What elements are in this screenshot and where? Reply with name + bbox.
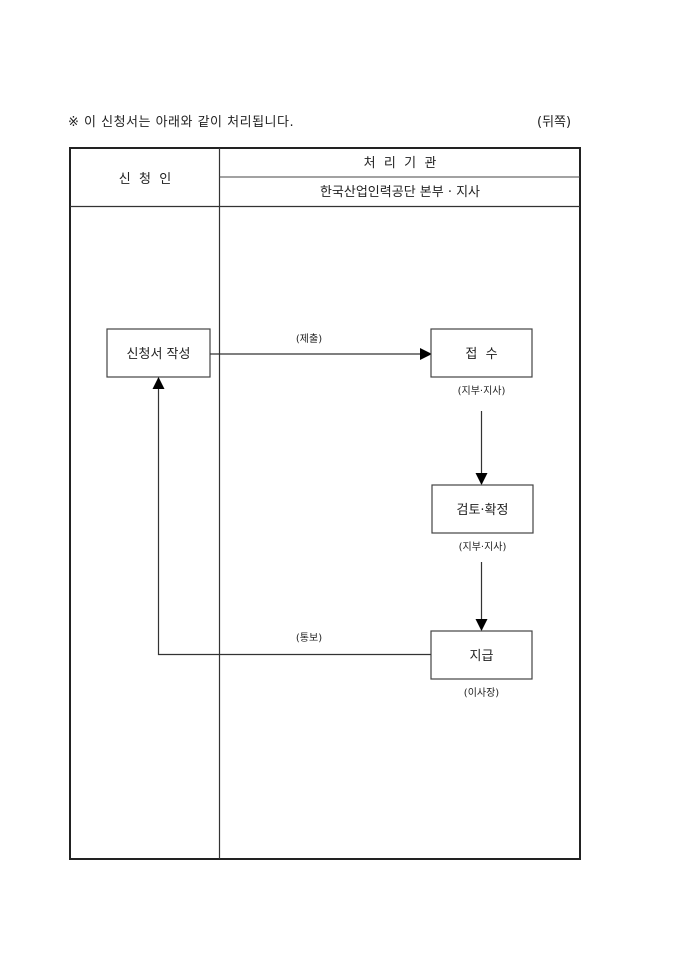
step-label: 접 수 xyxy=(465,347,497,362)
step-box xyxy=(430,630,533,680)
step-sublabel: (지부·지사) xyxy=(458,385,506,397)
step-label: 신청서 작성 xyxy=(127,347,191,362)
step-sublabel: (이사장) xyxy=(464,687,500,699)
step-box xyxy=(106,328,211,378)
step-reception: 접 수 (지부·지사) xyxy=(430,328,533,397)
step-box xyxy=(431,484,534,534)
step-label: 지급 xyxy=(470,649,494,664)
applicant-header: 신 청 인 xyxy=(119,172,171,187)
step-review: 검토·확정 (지부·지사) xyxy=(431,484,534,553)
step-label: 검토·확정 xyxy=(457,503,509,518)
submit-label: (제출) xyxy=(296,333,322,345)
table-frame xyxy=(69,147,581,860)
page-side-label: (뒤쪽) xyxy=(537,115,572,130)
notify-arrow xyxy=(152,377,431,656)
processor-header: 처 리 기 관 xyxy=(364,156,437,171)
step-box xyxy=(430,328,533,378)
processor-subheader: 한국산업인력공단 본부 · 지사 xyxy=(320,185,480,200)
notify-label: (통보) xyxy=(296,632,322,644)
step-payment: 지급 (이사장) xyxy=(430,630,533,699)
step-application: 신청서 작성 xyxy=(106,328,211,378)
step-sublabel: (지부·지사) xyxy=(459,541,507,553)
processing-note: ※ 이 신청서는 아래와 같이 처리됩니다. xyxy=(68,115,295,130)
